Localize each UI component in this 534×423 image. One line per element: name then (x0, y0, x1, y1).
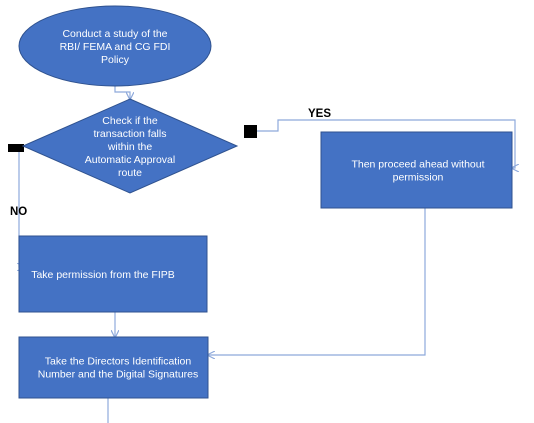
no-branch-marker (8, 144, 24, 152)
check-node-line: within the (107, 141, 153, 153)
check-node-line: transaction falls (94, 128, 167, 140)
study-node (18, 5, 212, 87)
connector-yes-to-proceed (257, 119, 515, 168)
fipb-node-line: Take permission from the FIPB (31, 269, 175, 281)
yes-branch-marker (244, 125, 257, 138)
check-node-line: route (118, 167, 142, 179)
check-node (21, 98, 239, 194)
check-node-line: Check if the (102, 115, 158, 127)
din-node-line: Take the Directors Identification (45, 356, 192, 368)
study-node-line: Policy (101, 54, 130, 66)
fipb-node-text: Take permission from the FIPB (31, 269, 175, 281)
yes-label: YES (308, 108, 331, 120)
no-label: NO (10, 206, 27, 218)
study-node-line: RBI/ FEMA and CG FDI (60, 41, 171, 53)
connector-proceed-to-din (208, 208, 426, 355)
proceed-node-line: Then proceed ahead without (351, 159, 484, 171)
din-node (18, 336, 209, 399)
din-node-line: Number and the Digital Signatures (38, 369, 199, 381)
proceed-node (320, 131, 513, 209)
connector-study-to-check (114, 86, 130, 99)
fipb-node (18, 235, 208, 313)
proceed-node-line: permission (393, 172, 444, 184)
check-node-line: Automatic Approval (85, 154, 175, 166)
study-node-line: Conduct a study of the (62, 28, 167, 40)
